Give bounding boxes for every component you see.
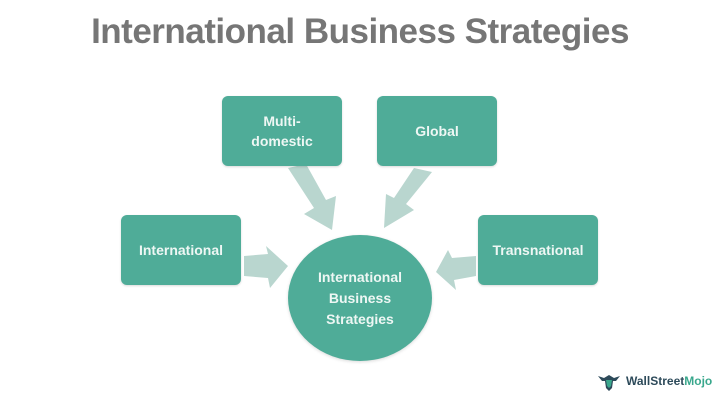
center-line3: Strategies — [326, 310, 394, 327]
logo-brand-b: Mojo — [684, 374, 713, 388]
node-international-label: International — [138, 242, 223, 258]
node-multidomestic-line1: Multi- — [263, 113, 301, 129]
node-transnational: Transnational — [478, 215, 598, 285]
arrow-international-to-center — [244, 246, 288, 288]
node-transnational-label: Transnational — [492, 242, 584, 258]
logo-text: WallStreetMojo — [626, 374, 712, 388]
node-international: International — [121, 215, 241, 285]
node-global-label: Global — [415, 123, 459, 139]
arrow-multidomestic-to-center — [288, 164, 336, 230]
center-line1: International — [317, 268, 402, 285]
arrow-transnational-to-center — [436, 250, 476, 290]
wallstreetmojo-logo: WallStreetMojo — [596, 370, 712, 392]
node-multidomestic: Multi- domestic — [222, 96, 342, 166]
node-global: Global — [377, 96, 497, 166]
page-title: International Business Strategies — [91, 12, 629, 51]
bull-icon — [598, 375, 620, 391]
center-line2: Business — [328, 289, 392, 306]
center-node: International Business Strategies — [288, 235, 432, 361]
arrow-global-to-center — [384, 168, 432, 228]
logo-brand-a: WallStreet — [626, 374, 685, 388]
node-multidomestic-line2: domestic — [251, 133, 313, 149]
